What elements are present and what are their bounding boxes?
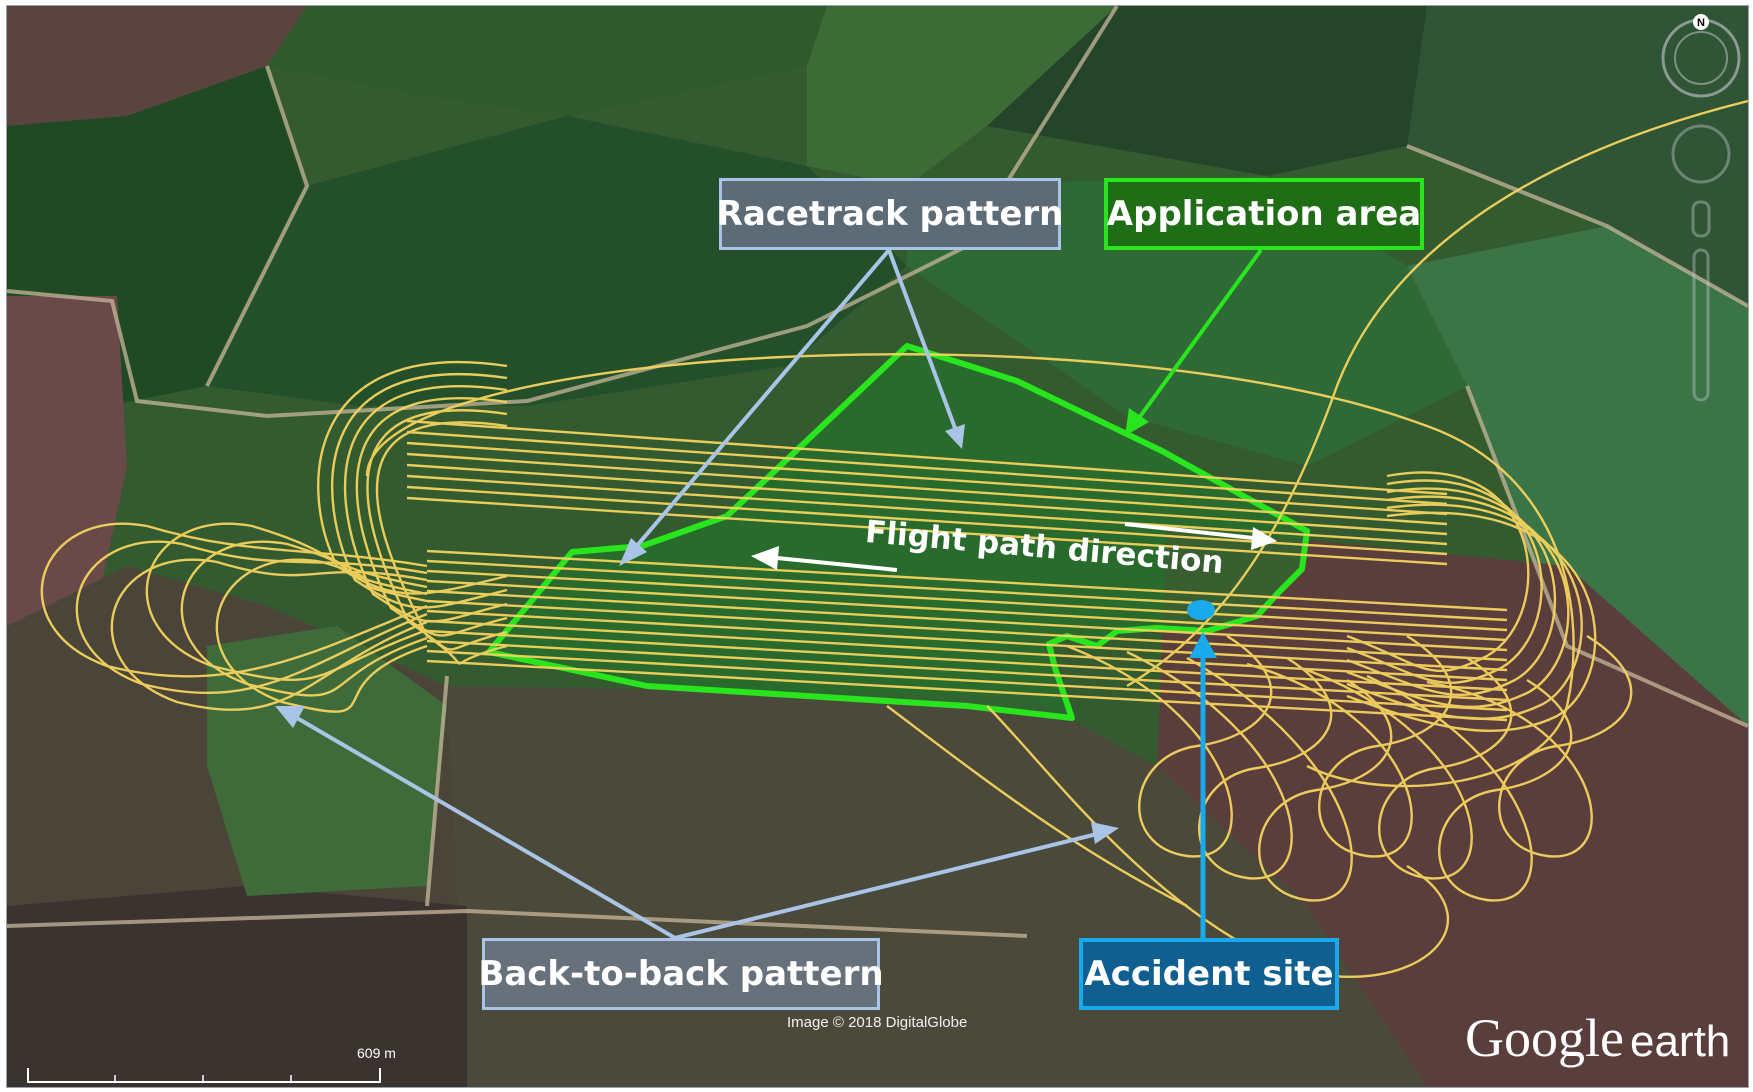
flight-direction-arrow-right [1124, 522, 1254, 540]
back-to-back-arrow-right [674, 832, 1098, 940]
flight-track [426, 619, 1508, 682]
flight-track [406, 474, 1448, 546]
application-area-label: Application area [1104, 178, 1424, 250]
move-joystick[interactable] [1671, 124, 1731, 184]
imagery-credit: Image © 2018 DigitalGlobe [787, 1014, 968, 1031]
racetrack-pattern-label: Racetrack pattern [717, 178, 1063, 250]
field-patch [807, 6, 1117, 186]
flight-track [75, 540, 428, 694]
accident-site-label: Accident site [1079, 938, 1339, 1010]
field-patch [207, 626, 447, 896]
flight-track [1186, 656, 1393, 902]
accident-site-marker [1187, 600, 1215, 620]
flight-track [1346, 495, 1570, 709]
compass-north-badge[interactable] [1693, 14, 1709, 30]
field-patch [1157, 526, 1748, 1087]
flight-track [886, 705, 1188, 908]
back-to-back-arrowhead-left [275, 706, 305, 728]
zoom-slider[interactable] [1692, 248, 1710, 402]
back-to-back-arrow-left [295, 716, 677, 940]
application-arrowhead [1125, 408, 1149, 436]
flight-track [215, 558, 428, 713]
flight-direction-arrowhead-left [751, 546, 779, 570]
flight-track [1366, 674, 1573, 902]
accident-arrowhead [1189, 632, 1217, 658]
navigation-controls[interactable]: N [1647, 12, 1747, 432]
racetrack-arrow-right [887, 249, 957, 429]
compass-north-letter: N [1697, 17, 1705, 29]
flight-track [343, 384, 508, 623]
flight-track [406, 419, 1448, 496]
flight-track [406, 430, 1448, 506]
flight-track [426, 559, 1508, 622]
field-patch [7, 296, 127, 626]
flight-track [40, 522, 428, 678]
map-frame: N Racetrack pattern Application area Fli… [6, 5, 1749, 1088]
flight-track [406, 463, 1448, 536]
flight-track [426, 569, 1508, 632]
flight-track [1246, 634, 1453, 858]
flight-track [426, 599, 1508, 662]
flight-direction-arrow-left [776, 556, 898, 572]
flight-track [406, 452, 1448, 526]
google-wordmark: Google [1465, 1008, 1624, 1068]
flight-track [406, 441, 1448, 516]
back-to-back-arrowhead-right [1091, 822, 1119, 844]
flight-track [1346, 503, 1583, 721]
racetrack-arrowhead-left [619, 538, 647, 566]
earth-wordmark: earth [1629, 1017, 1731, 1066]
roads [7, 6, 1748, 938]
flight-track [1346, 487, 1557, 697]
pointer-arrows [275, 248, 1277, 940]
flight-track [426, 629, 1508, 692]
flight-track [355, 397, 508, 637]
field-patch [1407, 226, 1748, 726]
field-patch [987, 6, 1427, 176]
look-joystick-inner [1674, 31, 1728, 85]
street-view-icon[interactable] [1691, 200, 1711, 238]
flight-track [1126, 99, 1748, 688]
flight-track [406, 496, 1448, 566]
flight-track [426, 549, 1508, 612]
flight-track [1346, 471, 1530, 673]
field-patch [7, 6, 307, 126]
flight-track [406, 485, 1448, 556]
flight-track [375, 421, 508, 665]
flight-track [426, 659, 1508, 722]
flight-track [1426, 634, 1633, 858]
application-arrow [1137, 248, 1263, 420]
flight-track [426, 639, 1508, 702]
flight-track [426, 589, 1508, 652]
flight-track [1346, 479, 1543, 685]
field-patch [267, 6, 827, 116]
flight-track [426, 579, 1508, 642]
racetrack-arrow-left [633, 248, 891, 550]
scale-distance: 609 m [357, 1045, 396, 1061]
flight-direction-arrowhead-right [1251, 527, 1277, 550]
flight-track [366, 409, 508, 651]
flight-track [426, 609, 1508, 672]
field-patch [7, 886, 467, 1087]
flight-track [365, 353, 1575, 788]
scale-bar [27, 1068, 381, 1083]
field-patch [1407, 6, 1748, 306]
flight-track [110, 558, 428, 711]
flight-track [331, 372, 508, 609]
back-to-back-pattern-label: Back-to-back pattern [478, 938, 884, 1010]
racetrack-arrowhead-right [945, 424, 965, 449]
flight-track [317, 360, 508, 595]
